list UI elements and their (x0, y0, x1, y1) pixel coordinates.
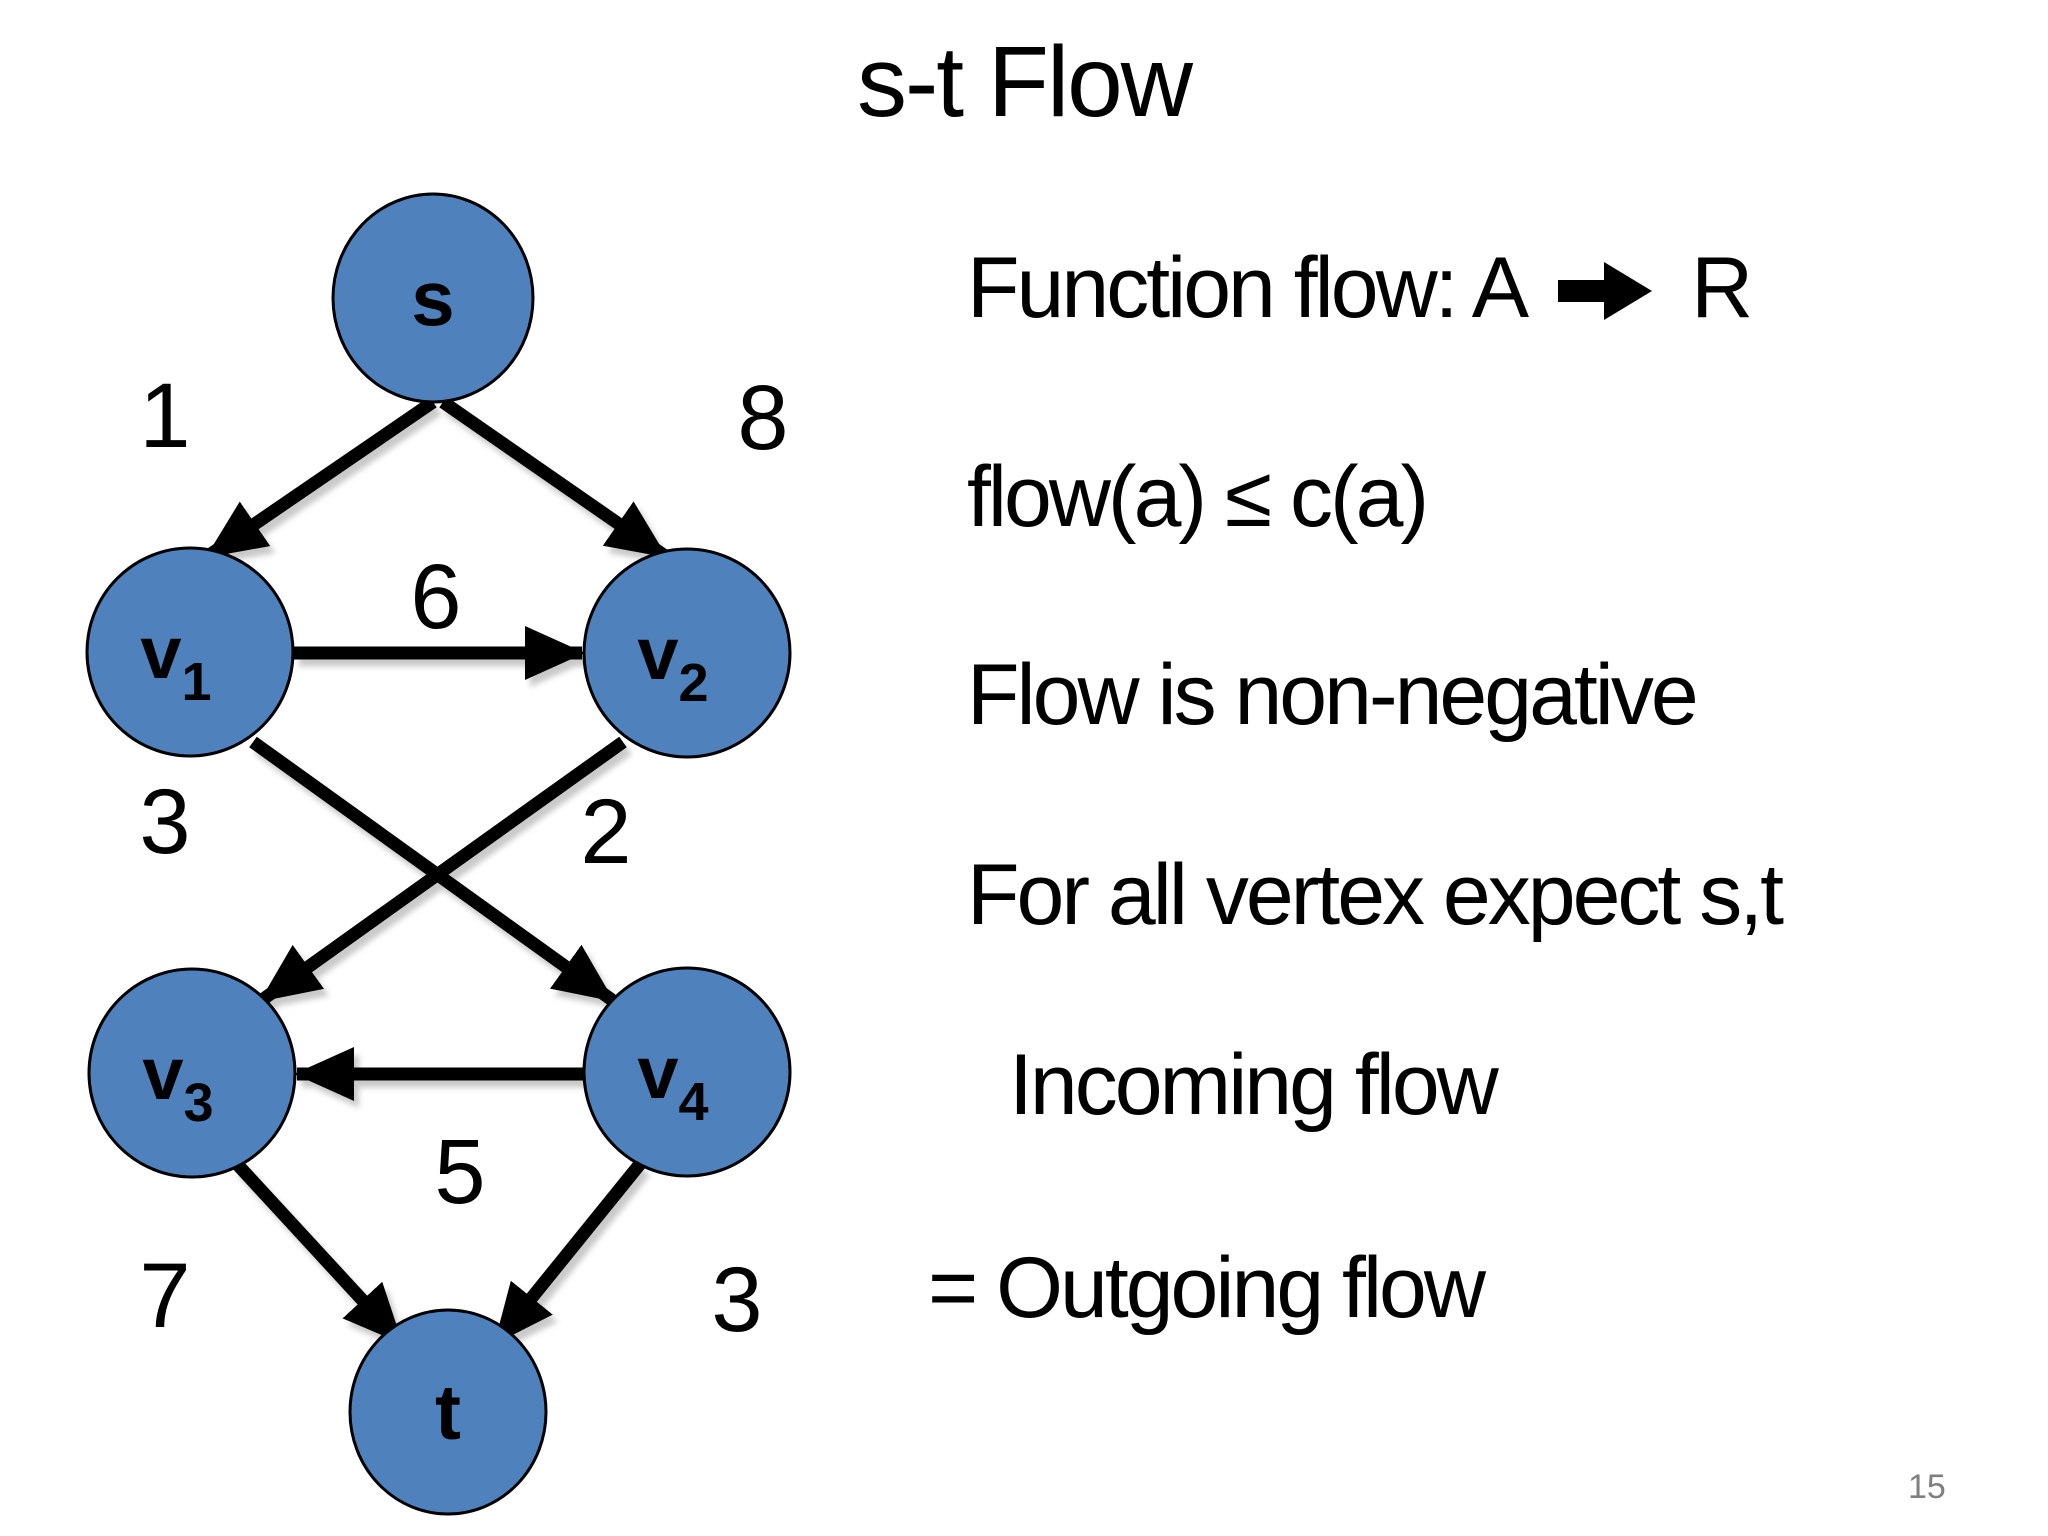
flow-graph: 1 8 6 3 2 5 7 3 s v1 v2 v3 v4 t (85, 192, 792, 1516)
edge-v1-v4-label: 2 (580, 781, 631, 883)
node-t (348, 1308, 548, 1516)
edge-s-v1 (204, 396, 437, 562)
note-function-flow-before: Function flow: A (967, 240, 1524, 336)
edge-v1-v2-label: 6 (410, 546, 461, 648)
node-v4 (582, 966, 792, 1178)
node-v2 (582, 547, 792, 759)
note-outgoing-flow: = Outgoing flow (928, 1240, 1486, 1336)
edge-s-v2 (439, 396, 669, 562)
edge-s-v2-label: 8 (737, 367, 788, 469)
edge-v4-t (490, 1159, 646, 1347)
node-v4-label: v4 (637, 1031, 708, 1133)
node-s-label: s (411, 254, 454, 342)
edge-s-v1-label: 1 (139, 365, 190, 467)
node-v2-label: v2 (637, 612, 708, 714)
node-v3-label: v3 (142, 1032, 213, 1134)
page-number: 15 (1908, 1468, 1946, 1506)
edge-v2-v3-label: 3 (139, 771, 190, 873)
node-s (331, 192, 535, 404)
node-v1 (85, 546, 295, 758)
note-non-negative: Flow is non-negative (967, 647, 1699, 743)
node-t-label: t (435, 1368, 461, 1456)
note-incoming-flow: Incoming flow (1009, 1037, 1499, 1133)
edge-v4-v3-label: 5 (434, 1121, 485, 1223)
node-v3 (87, 967, 297, 1179)
edge-v1-v4 (249, 736, 616, 1006)
note-function-flow-after: R (1691, 240, 1753, 336)
note-function-flow: Function flow: A R (967, 240, 1753, 336)
edge-v3-t-label: 7 (139, 1245, 190, 1347)
note-capacity-constraint: flow(a) ≤ c(a) (967, 449, 1429, 545)
page-title: s-t Flow (857, 26, 1193, 138)
node-v1-label: v1 (140, 611, 211, 713)
right-arrow-icon (1558, 262, 1653, 320)
edge-v4-t-label: 3 (711, 1249, 762, 1351)
note-all-vertex: For all vertex expect s,t (967, 847, 1784, 943)
edge-v3-t (232, 1159, 406, 1347)
